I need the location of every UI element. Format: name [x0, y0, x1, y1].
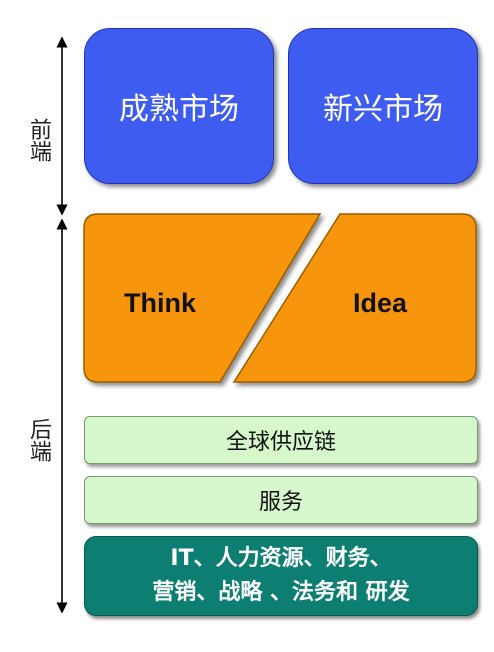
idea-label: Idea: [353, 288, 408, 318]
back-end-label: 后端: [26, 418, 51, 462]
mature-market-label: 成熟市场: [119, 92, 239, 127]
service-box: 服务: [84, 476, 478, 524]
think-label: Think: [124, 288, 197, 318]
service-label: 服务: [258, 490, 303, 515]
idea-shape: [232, 213, 477, 383]
front-end-label: 前端: [26, 118, 51, 162]
emerging-market-box: 新兴市场: [288, 28, 478, 184]
supply-chain-label: 全球供应链: [225, 430, 336, 455]
think-shape: [83, 213, 322, 383]
functions-line-1: IT、人力资源、财务、: [170, 546, 392, 571]
supply-chain-box: 全球供应链: [84, 416, 478, 464]
emerging-market-label: 新兴市场: [323, 92, 443, 127]
functions-box: IT、人力资源、财务、 营销、战略 、法务和 研发: [84, 536, 478, 616]
mature-market-box: 成熟市场: [84, 28, 274, 184]
functions-line-2: 营销、战略 、法务和 研发: [152, 580, 410, 605]
